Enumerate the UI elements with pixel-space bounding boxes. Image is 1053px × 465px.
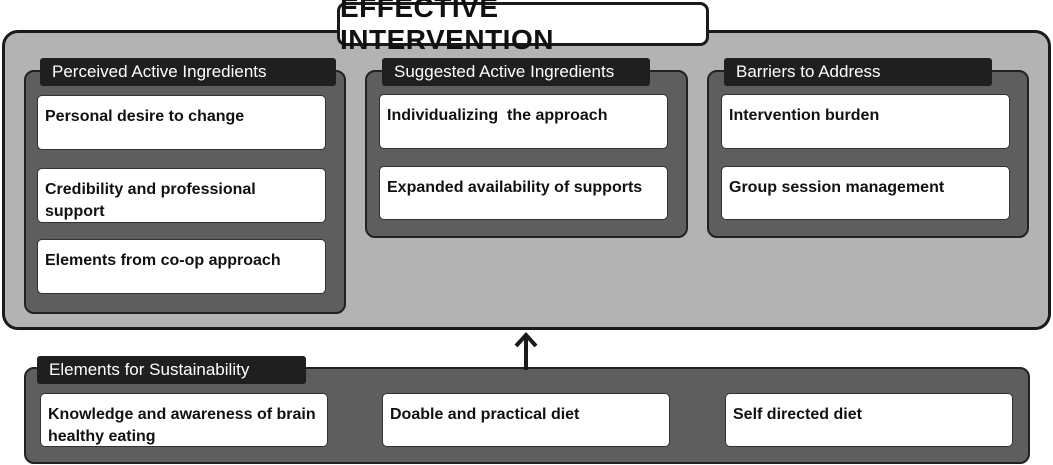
suggested-item-1: Individualizing the approach — [379, 94, 668, 149]
barriers-header: Barriers to Address — [724, 58, 992, 86]
suggested-item-2: Expanded availability of supports — [379, 166, 668, 220]
perceived-ingredients-header: Perceived Active Ingredients — [40, 58, 336, 86]
perceived-item-2: Credibility and professional support — [37, 168, 326, 223]
arrow-up-icon — [514, 332, 538, 370]
sustainability-item-2: Doable and practical diet — [382, 393, 670, 447]
suggested-ingredients-header: Suggested Active Ingredients — [382, 58, 650, 86]
diagram-title: EFFECTIVE INTERVENTION — [337, 0, 709, 55]
sustainability-item-1: Knowledge and awareness of brain healthy… — [40, 393, 328, 447]
perceived-item-3: Elements from co-op approach — [37, 239, 326, 294]
sustainability-header: Elements for Sustainability — [37, 356, 306, 384]
sustainability-item-3: Self directed diet — [725, 393, 1013, 447]
barriers-item-1: Intervention burden — [721, 94, 1010, 149]
barriers-item-2: Group session management — [721, 166, 1010, 220]
perceived-item-1: Personal desire to change — [37, 95, 326, 150]
